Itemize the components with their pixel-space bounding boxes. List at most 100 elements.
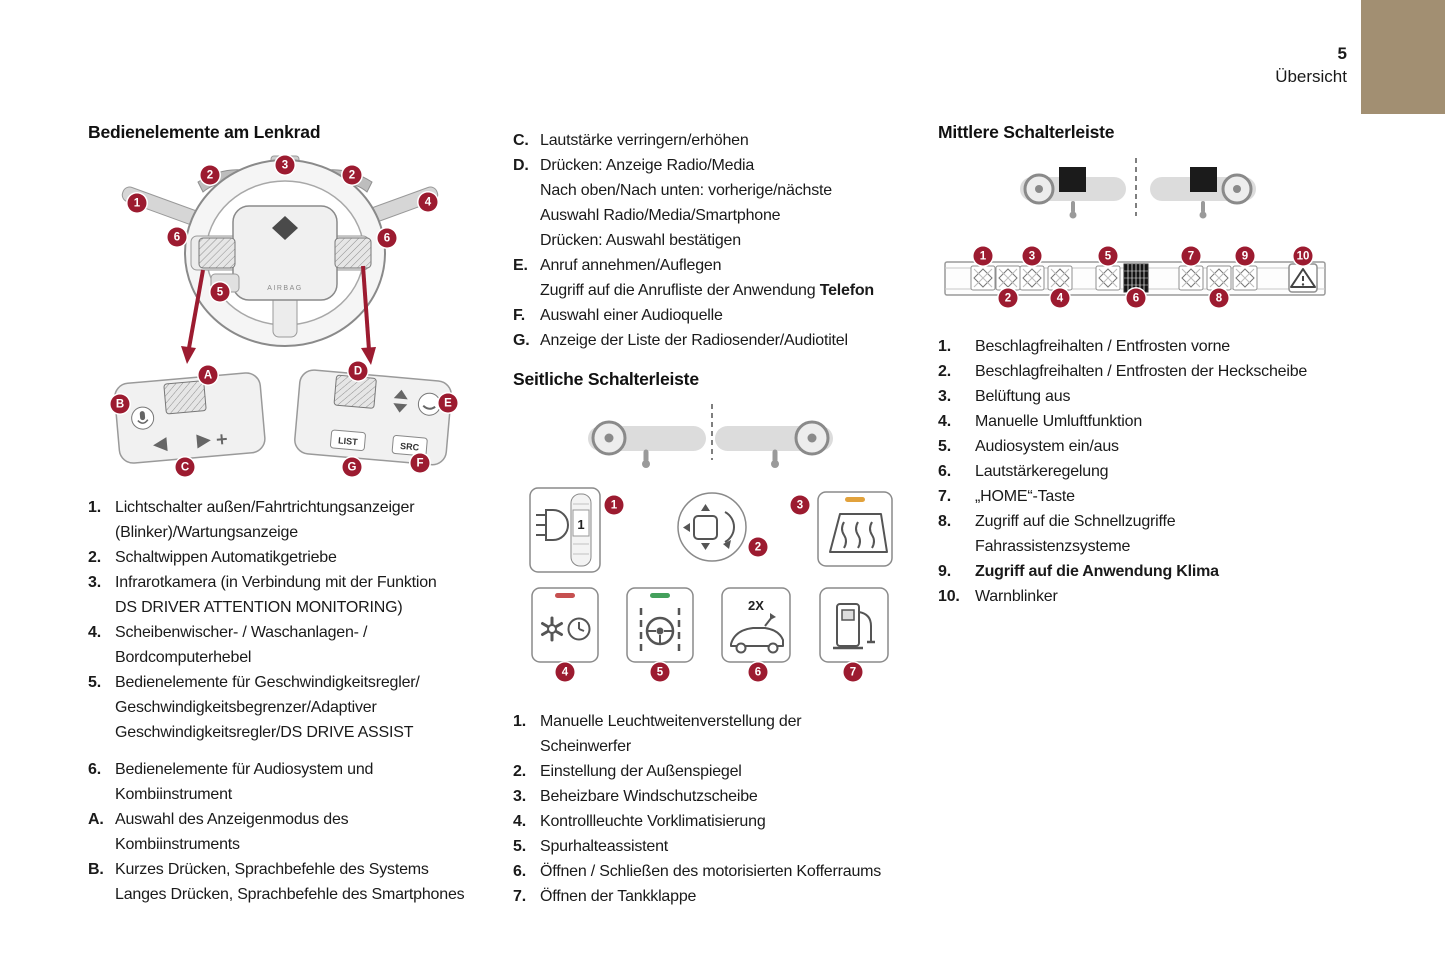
page-id: 5 Übersicht (1275, 44, 1347, 86)
item-text-part: Anruf annehmen/Auflegen Zugriff auf die … (540, 257, 816, 299)
list-item: 6.Bedienelemente für Audiosystem und Kom… (88, 757, 500, 807)
callout-8: 8 (1209, 288, 1229, 308)
list-item: 2. Schaltwippen Automatikgetriebe (88, 545, 500, 570)
list-item: 6. Öffnen / Schließen des motorisierten K… (513, 859, 943, 884)
item-number: 6. (513, 863, 526, 880)
ds-logo-icon (272, 216, 298, 240)
list-item: 7. Öffnen der Tankklappe (513, 884, 943, 909)
defrost-front-button (970, 265, 996, 291)
item-text: Zugriff auf die Anwendung Klima (975, 563, 1219, 580)
item-text: Beschlagfreihalten / Entfrosten vorne (975, 338, 1230, 355)
item-text: Zugriff auf die Schnellzugriffe Fahrassi… (975, 513, 1176, 555)
middle-panel-diagram: 1 3 5 7 9 10 2 4 6 8 (938, 150, 1338, 315)
hazard-button (1288, 263, 1318, 293)
switch-strip (944, 261, 1326, 296)
item-text: Kurzes Drücken, Sprachbefehle des System… (115, 861, 465, 903)
item-text: Öffnen / Schließen des motorisierten Kof… (540, 863, 882, 880)
list-item: E. Anruf annehmen/Auflegen Zugriff auf di… (513, 253, 941, 303)
item-text: Lichtschalter außen/Fahrtrichtungsanzeig… (115, 499, 415, 541)
list-item: 1.Beschlagfreihalten / Entfrosten vorne (938, 334, 1378, 359)
right-control-cluster-icon: LIST SRC (294, 369, 452, 466)
middle-panel-list: 1.Beschlagfreihalten / Entfrosten vorne … (938, 334, 1378, 609)
defrost-rear-button (995, 265, 1021, 291)
corner-tab (1361, 0, 1445, 114)
callout-F: F (410, 453, 430, 473)
callout-1: 1 (973, 246, 993, 266)
callout-10: 10 (1293, 246, 1313, 266)
right-audio-pod-icon (334, 237, 372, 269)
left-audio-pod-icon (198, 237, 236, 269)
list-item: 4.Scheibenwischer- / Waschanlagen- / Bor… (88, 620, 500, 670)
callout-2-right: 2 (342, 165, 362, 185)
callout-9: 9 (1235, 246, 1255, 266)
item-text: Auswahl des Anzeigenmodus des Kombiinstr… (115, 811, 349, 853)
item-text: Öffnen der Tankklappe (540, 888, 697, 905)
callout-E: E (438, 393, 458, 413)
list-item: 2.Einstellung der Außenspiegel (513, 759, 943, 784)
mirror-adjust-knob (677, 492, 747, 562)
item-text: Kontrollleuchte Vorklimatisierung (540, 813, 766, 830)
heading-middle-panel: Mittlere Schalterleiste (938, 122, 1115, 142)
climate-app-button (1232, 265, 1258, 291)
list-button-label: LIST (338, 435, 359, 447)
callout-4: 4 (418, 192, 438, 212)
item-text: Warnblinker (975, 588, 1058, 605)
item-text: Lautstärkeregelung (975, 463, 1109, 480)
callout-C: C (175, 457, 195, 477)
item-number: 8. (938, 513, 951, 530)
callout-3: 3 (1022, 246, 1042, 266)
middle-panel-illustration (944, 158, 1326, 296)
list-item: B. Kurzes Drücken, Sprachbefehle des Syst… (88, 857, 500, 907)
item-number: E. (513, 257, 528, 274)
item-text: Anruf annehmen/Auflegen Zugriff auf die … (540, 253, 874, 303)
item-number: F. (513, 307, 526, 324)
item-text: Einstellung der Außenspiegel (540, 763, 742, 780)
callout-3: 3 (790, 495, 810, 515)
callout-6-left: 6 (167, 227, 187, 247)
home-button (1178, 265, 1204, 291)
callout-6: 6 (1126, 288, 1146, 308)
callout-4: 4 (555, 662, 575, 682)
callout-5: 5 (1098, 246, 1118, 266)
item-text: Lautstärke verringern/erhöhen (540, 132, 749, 149)
callout-7: 7 (843, 662, 863, 682)
callout-G: G (342, 457, 362, 477)
detail-arrows (181, 265, 376, 365)
list-item: 5.Spurhalteassistent (513, 834, 943, 859)
side-panel-list: 1.Manuelle Leuchtweitenverstellung der S… (513, 709, 943, 909)
list-item: A.Auswahl des Anzeigenmodus des Kombiins… (88, 807, 500, 857)
item-text: Bedienelemente für Geschwindigkeitsregle… (115, 674, 420, 741)
list-item: 2.Beschlagfreihalten / Entfrosten der He… (938, 359, 1378, 384)
callout-1: 1 (127, 193, 147, 213)
callout-5: 5 (650, 662, 670, 682)
callout-A: A (198, 365, 218, 385)
fuel-flap-button (819, 587, 889, 663)
list-item: 1.Lichtschalter außen/Fahrtrichtungsanze… (88, 495, 500, 545)
list-item: 10.Warnblinker (938, 584, 1378, 609)
callout-3: 3 (275, 155, 295, 175)
item-text: Schaltwippen Automatikgetriebe (115, 549, 337, 566)
item-text: Drücken: Anzeige Radio/Media Nach oben/N… (540, 157, 832, 249)
item-number: 7. (513, 888, 526, 905)
audio-power-button (1095, 265, 1121, 291)
callout-6: 6 (748, 662, 768, 682)
callout-D: D (348, 361, 368, 381)
side-panel-diagram: 1 (513, 398, 908, 693)
item-text: Auswahl einer Audioquelle (540, 307, 723, 324)
callout-1: 1 (604, 495, 624, 515)
list-item: 3.Infrarotkamera (in Verbindung mit der … (88, 570, 500, 620)
list-item: 3.Beheizbare Windschutzscheibe (513, 784, 943, 809)
heading-steering-controls: Bedienelemente am Lenkrad (88, 122, 321, 142)
item-number: B. (88, 861, 104, 878)
item-number: 2. (88, 549, 101, 566)
callout-B: B (110, 394, 130, 414)
tailgate-button: 2X (721, 587, 791, 663)
list-item: 4.Manuelle Umluftfunktion (938, 409, 1378, 434)
item-text: Anzeige der Liste der Radiosender/Audiot… (540, 332, 848, 349)
steering-wheel-illustration: AIRBAG (114, 155, 452, 466)
item-number: 2. (938, 363, 951, 380)
src-button-label: SRC (400, 441, 420, 453)
preconditioning-button (531, 587, 599, 663)
callout-2-left: 2 (200, 165, 220, 185)
item-number: 4. (88, 624, 101, 641)
